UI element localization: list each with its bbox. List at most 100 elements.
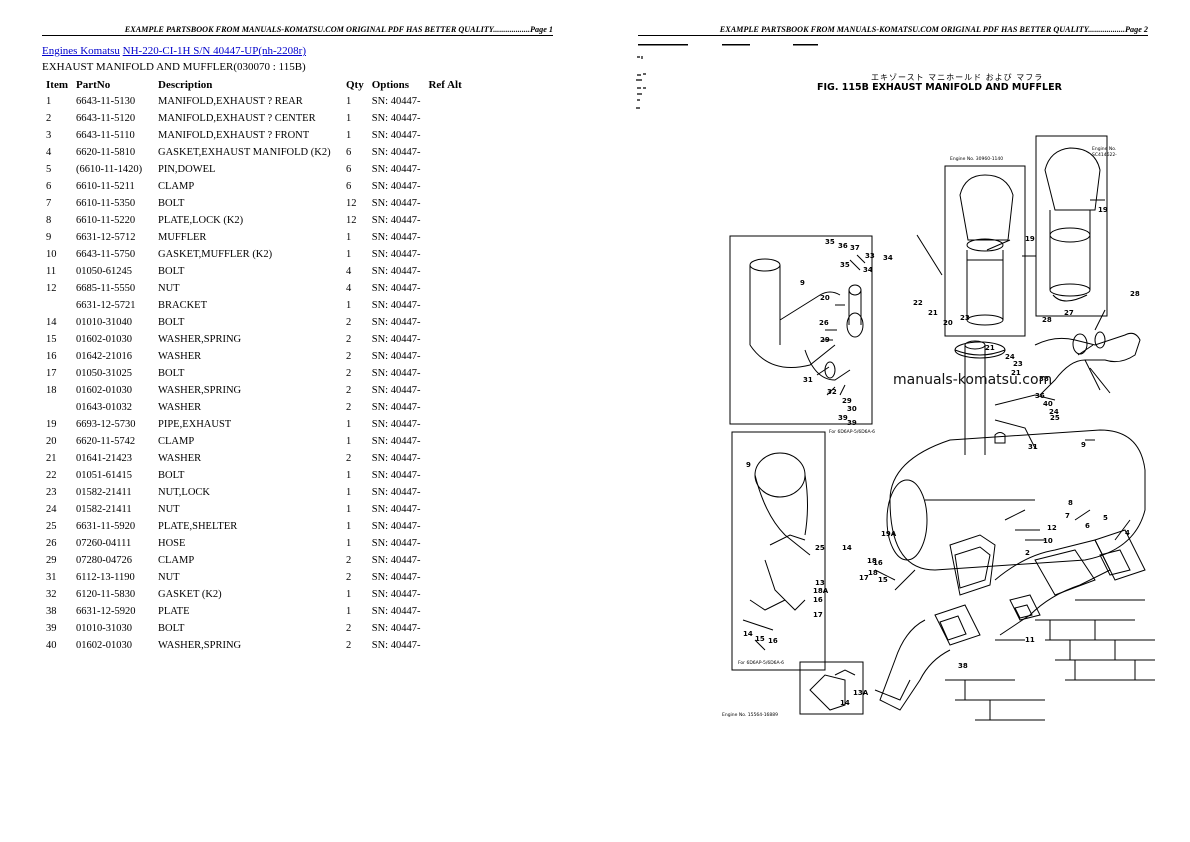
cell-partno: 07260-04111 <box>76 538 132 549</box>
svg-text:38: 38 <box>1039 375 1049 383</box>
parts-table: Item PartNo Description Qty Options Ref … <box>42 76 472 654</box>
page-header: EXAMPLE PARTSBOOK FROM MANUALS-KOMATSU.C… <box>42 25 553 36</box>
cell-description: BOLT <box>158 623 185 634</box>
svg-text:12: 12 <box>1047 524 1057 532</box>
cell-options: SN: 40447- <box>371 606 421 617</box>
cell-ref-alt <box>424 229 472 246</box>
cell-partno: 01642-21016 <box>76 351 132 362</box>
page-1: EXAMPLE PARTSBOOK FROM MANUALS-KOMATSU.C… <box>42 25 553 654</box>
svg-text:19A: 19A <box>881 530 897 538</box>
cell-ref-alt <box>424 93 472 110</box>
svg-text:18A: 18A <box>813 587 829 595</box>
svg-text:16: 16 <box>813 596 823 604</box>
cell-options: SN: 40447- <box>371 572 421 583</box>
svg-text:Engine No. 15564-16889: Engine No. 15564-16889 <box>722 712 778 718</box>
margin-marks <box>636 56 646 109</box>
cell-partno: 6631-11-5920 <box>76 521 136 532</box>
cell-ref-alt <box>424 110 472 127</box>
cell-description: NUT <box>158 283 180 294</box>
cell-options: SN: 40447- <box>371 640 421 651</box>
cell-description: GASKET,MUFFLER (K2) <box>158 249 273 260</box>
cell-options: SN: 40447- <box>371 402 421 413</box>
cell-options: SN: 40447- <box>371 249 421 260</box>
cell-partno: 6643-11-5120 <box>76 113 136 124</box>
manifold-center <box>949 534 996 596</box>
cell-item: 21 <box>46 453 57 464</box>
cell-qty: 1 <box>346 130 352 141</box>
svg-text:26: 26 <box>819 319 829 327</box>
cell-qty: 2 <box>346 385 352 396</box>
cell-description: BOLT <box>158 368 185 379</box>
cell-options: SN: 40447- <box>371 215 421 226</box>
cell-options: SN: 40447- <box>371 555 421 566</box>
cell-item: 23 <box>46 487 57 498</box>
cell-description: HOSE <box>158 538 186 549</box>
cell-options: SN: 40447- <box>371 521 421 532</box>
cell-partno: 6620-11-5810 <box>76 147 136 158</box>
cell-qty: 4 <box>346 266 352 277</box>
svg-text:19: 19 <box>1025 235 1035 243</box>
cell-qty: 2 <box>346 351 352 362</box>
breadcrumb-link-model[interactable]: NH-220-CI-1H S/N 40447-UP(nh-2208r) <box>122 45 306 57</box>
cell-options: SN: 40447- <box>371 504 421 515</box>
cell-partno: 6610-11-5211 <box>76 181 135 192</box>
svg-text:21: 21 <box>928 309 938 317</box>
detail-box-pipe-right <box>1035 135 1108 317</box>
cell-qty: 1 <box>346 487 352 498</box>
svg-text:39: 39 <box>838 414 848 422</box>
cell-qty: 1 <box>346 538 352 549</box>
svg-text:2: 2 <box>1025 549 1030 557</box>
cell-description: BOLT <box>158 266 185 277</box>
svg-text:7: 7 <box>1065 512 1070 520</box>
cell-qty: 2 <box>346 402 352 413</box>
cell-options: SN: 40447- <box>371 96 421 107</box>
cell-description: WASHER,SPRING <box>158 334 242 345</box>
cell-description: NUT,LOCK <box>158 487 211 498</box>
col-header-options: Options <box>371 78 410 91</box>
cell-item: 14 <box>46 317 57 328</box>
svg-text:SC414622-: SC414622- <box>1092 152 1117 158</box>
svg-text:25: 25 <box>815 544 825 552</box>
cell-partno: 6685-11-5550 <box>76 283 136 294</box>
svg-text:34: 34 <box>863 266 873 274</box>
cell-ref-alt <box>424 212 472 229</box>
figure-title-japanese: エキゾースト マニホールド および マフラ <box>871 73 1044 82</box>
svg-text:13: 13 <box>815 579 825 587</box>
cell-qty: 1 <box>346 232 352 243</box>
svg-text:31: 31 <box>1028 443 1038 451</box>
svg-text:14: 14 <box>743 630 753 638</box>
cell-item: 32 <box>46 589 57 600</box>
cell-description: WASHER <box>158 351 202 362</box>
svg-text:20: 20 <box>820 294 830 302</box>
svg-text:4: 4 <box>1125 529 1130 537</box>
cell-ref-alt <box>424 144 472 161</box>
cell-item: 19 <box>46 419 57 430</box>
col-header-description: Description <box>158 78 213 91</box>
breadcrumb-link-engines[interactable]: Engines Komatsu <box>42 45 120 57</box>
cell-options: SN: 40447- <box>371 147 421 158</box>
cell-options: SN: 40447- <box>371 113 421 124</box>
svg-text:21: 21 <box>1011 369 1021 377</box>
detail-box-pipe-center <box>944 165 1026 337</box>
svg-text:21: 21 <box>985 344 995 352</box>
cell-partno: 6643-11-5110 <box>76 130 135 141</box>
svg-text:20: 20 <box>943 319 953 327</box>
cell-partno: 01602-01030 <box>76 334 132 345</box>
cell-qty: 1 <box>346 113 352 124</box>
cell-description: WASHER,SPRING <box>158 385 242 396</box>
cell-ref-alt <box>424 484 472 501</box>
cell-partno: 6112-13-1190 <box>76 572 135 583</box>
svg-text:11: 11 <box>1025 636 1035 644</box>
cell-description: WASHER <box>158 402 202 413</box>
cell-qty: 1 <box>346 300 352 311</box>
detail-box-bracket <box>731 431 826 671</box>
section-title: EXHAUST MANIFOLD AND MUFFLER(030070 : 11… <box>42 61 306 73</box>
svg-text:9: 9 <box>1081 441 1086 449</box>
